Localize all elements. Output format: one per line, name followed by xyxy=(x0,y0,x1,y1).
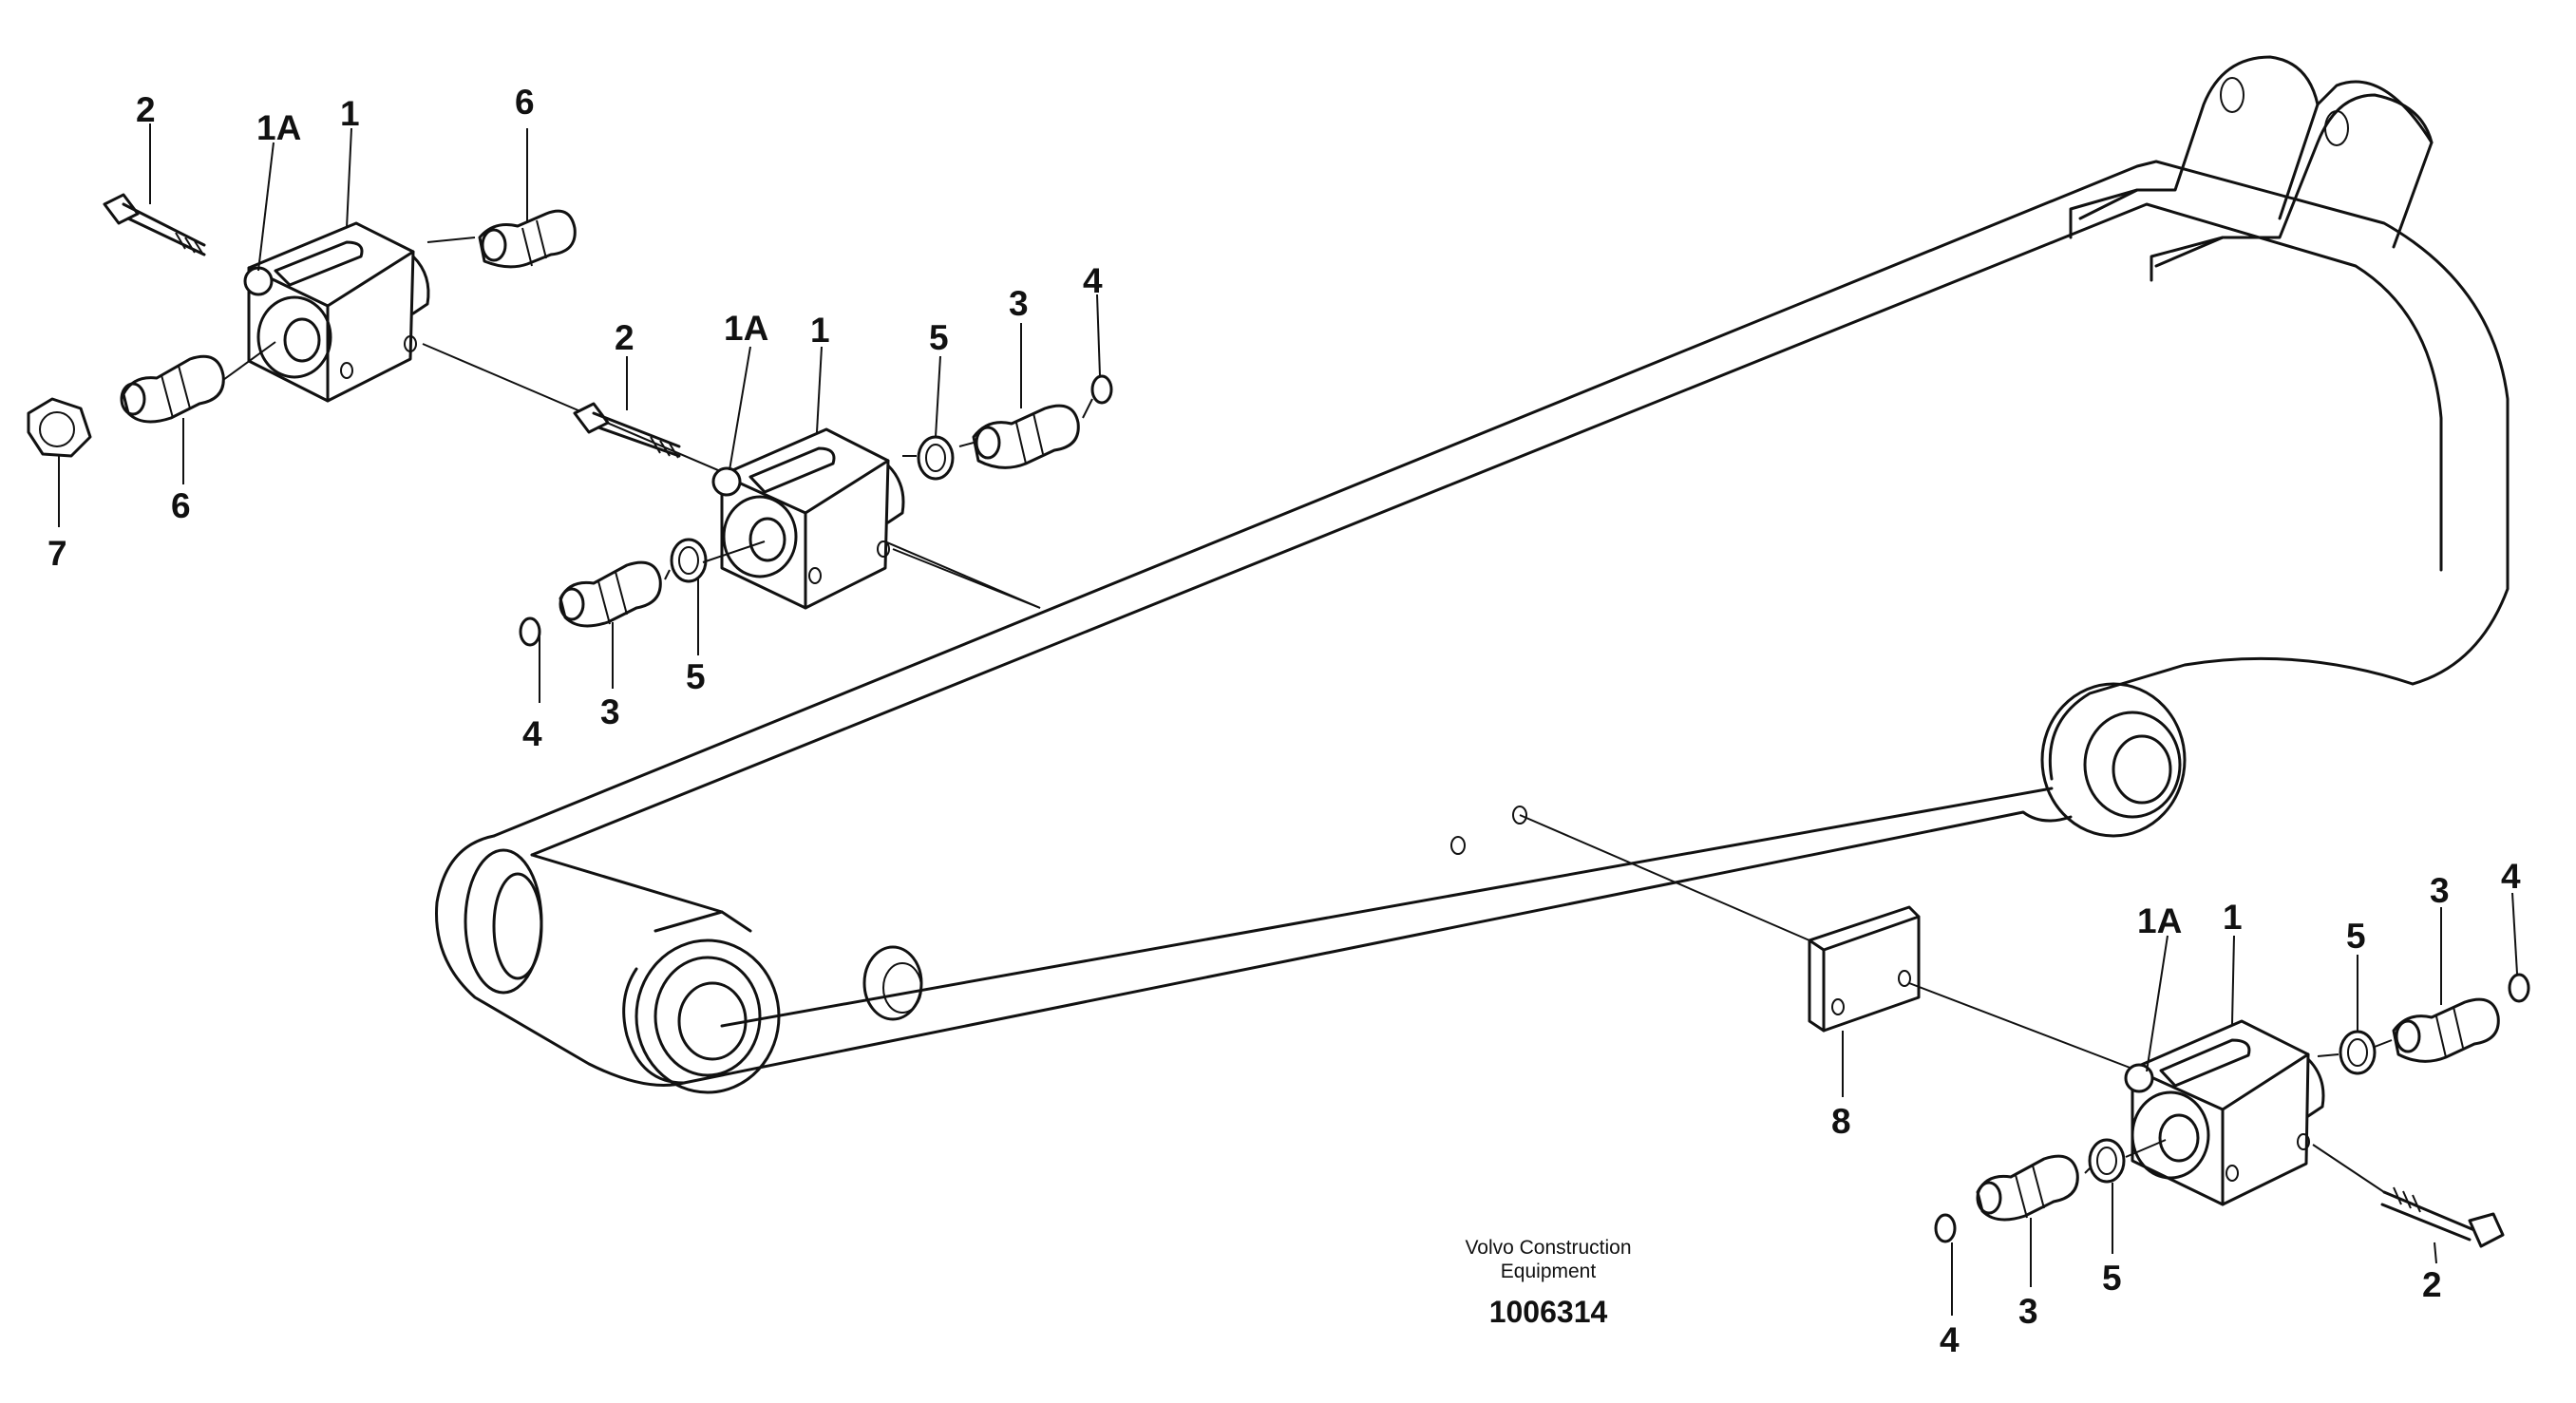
label-1a: 1A xyxy=(724,309,768,348)
nut xyxy=(27,397,92,458)
label-5: 5 xyxy=(2346,917,2366,956)
label-6: 6 xyxy=(171,486,191,525)
valve-block xyxy=(243,221,430,403)
washer xyxy=(670,538,708,583)
washer xyxy=(2339,1030,2377,1075)
bolt xyxy=(2380,1186,2505,1248)
label-3: 3 xyxy=(1009,284,1029,323)
valve-assembly-top-left xyxy=(27,123,1041,609)
label-1: 1 xyxy=(340,94,360,133)
o-ring xyxy=(1934,1213,1957,1243)
fitting xyxy=(2392,997,2500,1063)
label-1: 1 xyxy=(810,311,830,350)
label-4: 4 xyxy=(522,714,542,753)
part-labels: 2 1A 1 6 6 7 2 1A 1 5 3 4 4 3 5 1A 1 5 3… xyxy=(47,83,2521,1359)
label-5: 5 xyxy=(686,657,706,696)
o-ring xyxy=(519,616,541,647)
valve-block xyxy=(2124,1019,2325,1206)
label-3: 3 xyxy=(2018,1292,2038,1331)
drawing-caption: Volvo Construction Equipment 1006314 xyxy=(1465,1237,1631,1329)
label-6: 6 xyxy=(515,83,535,122)
fitting xyxy=(120,354,225,424)
bolt xyxy=(103,193,206,256)
label-2: 2 xyxy=(2422,1265,2442,1304)
label-1a: 1A xyxy=(256,108,301,147)
washer xyxy=(917,435,955,481)
fitting xyxy=(559,560,662,628)
o-ring xyxy=(1090,374,1113,405)
label-2: 2 xyxy=(615,318,635,357)
label-5: 5 xyxy=(2102,1259,2122,1298)
excavator-boom-arm xyxy=(435,55,2510,1094)
label-3: 3 xyxy=(2430,871,2450,910)
bolt xyxy=(573,402,681,459)
label-4: 4 xyxy=(2501,857,2521,896)
washer xyxy=(2088,1138,2126,1184)
valve-assembly-bottom-right xyxy=(1519,814,2530,1316)
label-4: 4 xyxy=(1940,1320,1960,1359)
valve-assembly-middle xyxy=(519,294,1113,703)
label-7: 7 xyxy=(47,534,67,573)
valve-block xyxy=(711,427,905,610)
o-ring xyxy=(2508,973,2530,1003)
label-8: 8 xyxy=(1831,1102,1851,1141)
label-1a: 1A xyxy=(2137,901,2182,940)
label-4: 4 xyxy=(1083,261,1103,300)
spacer-block xyxy=(1808,905,1921,1033)
label-3: 3 xyxy=(600,692,620,731)
manufacturer-name: Volvo Construction xyxy=(1465,1237,1631,1259)
drawing-number: 1006314 xyxy=(1489,1295,1608,1329)
fitting xyxy=(1976,1154,2079,1222)
manufacturer-name-line2: Equipment xyxy=(1501,1261,1597,1282)
fitting xyxy=(478,209,577,269)
fitting xyxy=(972,404,1080,469)
label-5: 5 xyxy=(929,318,949,357)
label-2: 2 xyxy=(136,90,156,129)
label-1: 1 xyxy=(2223,898,2243,937)
